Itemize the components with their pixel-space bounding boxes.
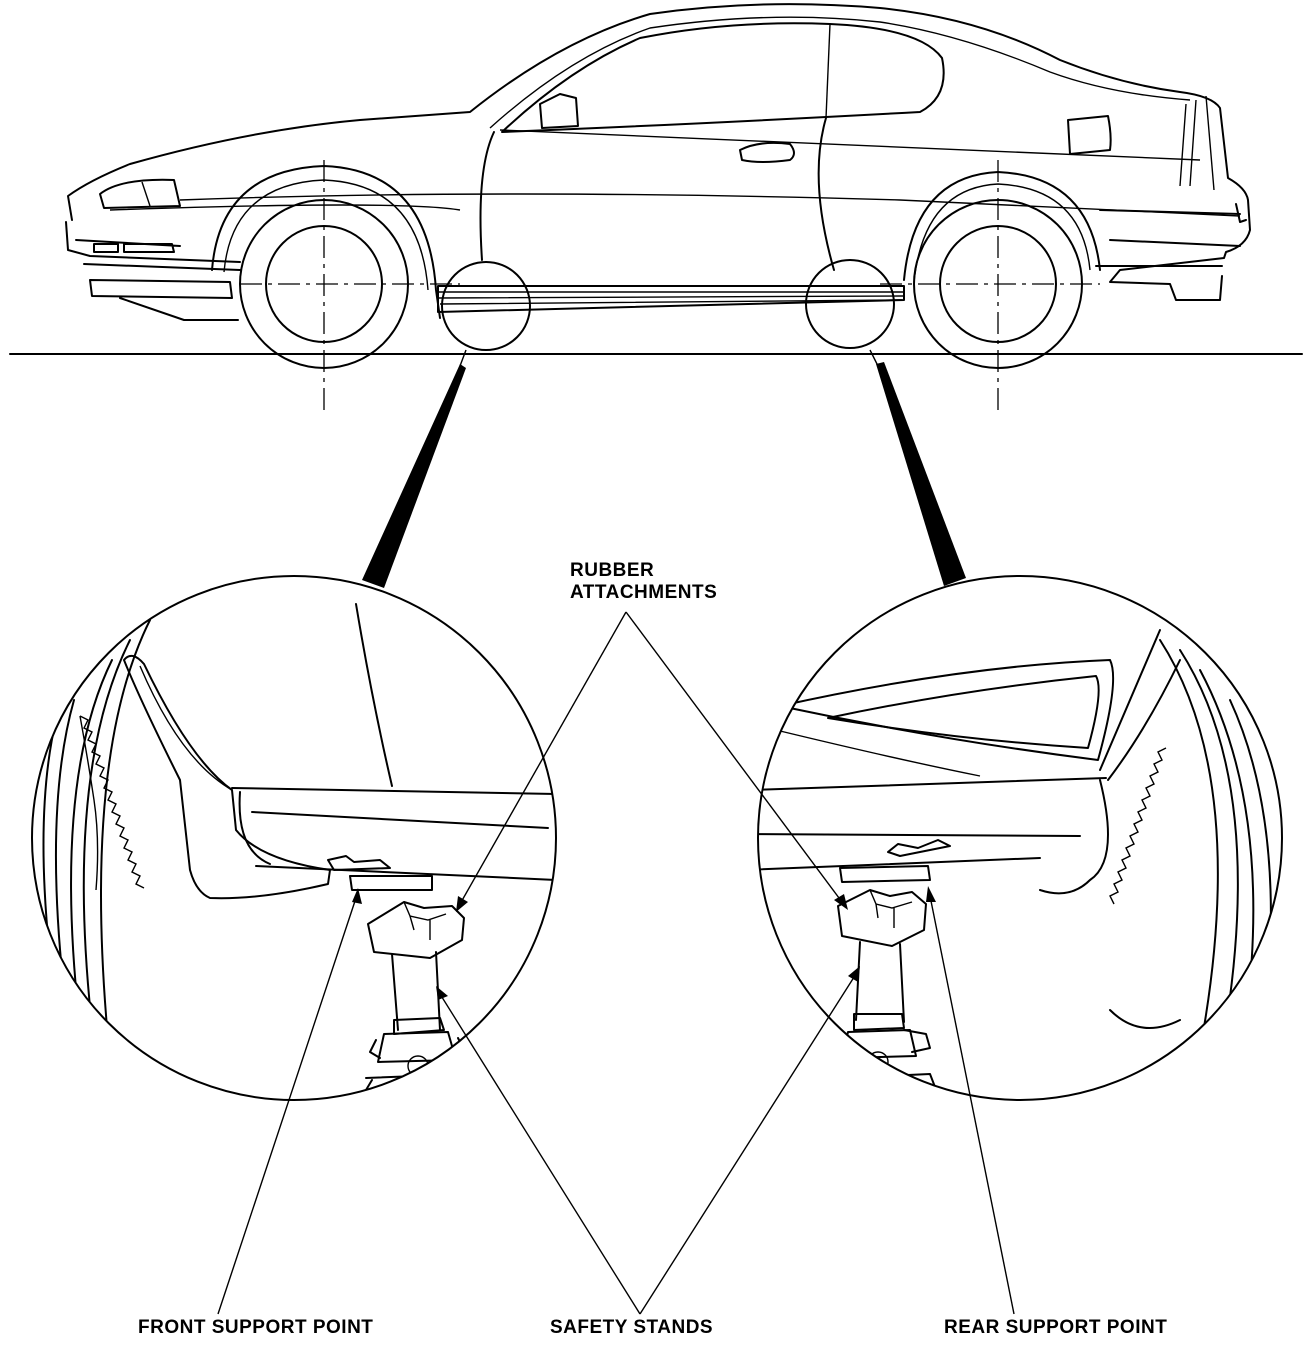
- front-support-callout-circle: [441, 261, 531, 351]
- car-side-view: [9, 3, 1303, 416]
- rear-rubber-attachment: [839, 865, 931, 883]
- car-body-outline: [67, 3, 1251, 301]
- front-detail-circle: [31, 575, 557, 1101]
- rocker-panel: [437, 285, 905, 313]
- front-bumper: [65, 221, 241, 263]
- rear-safety-stand: [835, 889, 941, 1100]
- fuel-door: [1067, 115, 1112, 155]
- front-callout-pointer: [362, 364, 466, 588]
- rear-support-point-notch: [887, 839, 951, 857]
- rear-wheel: [880, 160, 1100, 416]
- headlight: [99, 178, 181, 209]
- leader-lines: [217, 611, 1015, 1315]
- callout-pointers: [362, 349, 966, 588]
- front-safety-stand: [359, 901, 481, 1100]
- rear-callout-pointer: [876, 362, 966, 586]
- rubber-attachments-label: RUBBER ATTACHMENTS: [570, 560, 717, 604]
- rear-bumper: [1095, 209, 1241, 267]
- rear-detail-circle: [757, 575, 1283, 1101]
- front-support-point-label: FRONT SUPPORT POINT: [138, 1317, 374, 1338]
- side-mirror: [539, 93, 579, 129]
- safety-stands-label: SAFETY STANDS: [550, 1317, 714, 1338]
- front-wheel: [239, 160, 460, 416]
- front-wheel-arch: [211, 165, 441, 319]
- front-rubber-attachment: [349, 875, 433, 891]
- rear-support-point-label: REAR SUPPORT POINT: [944, 1317, 1168, 1338]
- rear-support-callout-circle: [805, 259, 895, 349]
- rubber-attachments-label-line1: RUBBER: [570, 560, 655, 581]
- side-window: [501, 22, 945, 133]
- front-support-point-notch: [327, 855, 391, 871]
- door-handle: [739, 141, 795, 163]
- door-line: [479, 117, 835, 271]
- rubber-attachments-label-line2: ATTACHMENTS: [570, 582, 718, 603]
